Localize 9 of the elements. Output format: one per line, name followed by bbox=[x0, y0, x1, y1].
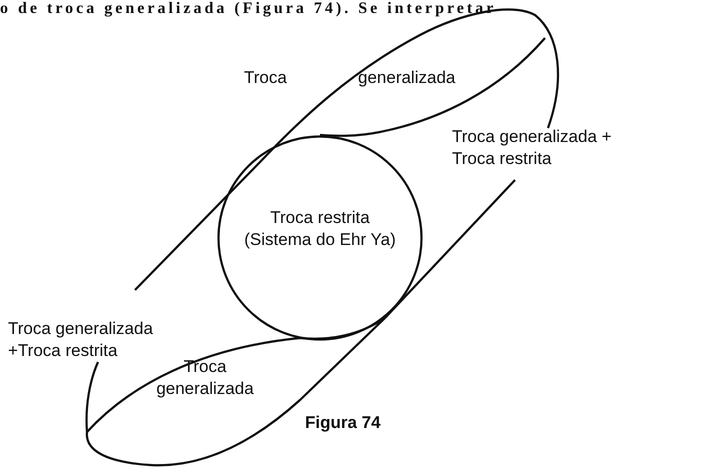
region-label: Troca generalizada bbox=[155, 356, 255, 400]
region-label: generalizada bbox=[358, 67, 456, 89]
region-label: Troca restrita (Sistema do Ehr Ya) bbox=[243, 207, 397, 251]
circle-shape bbox=[217, 135, 423, 341]
body-text: o de troca generalizada (Figura 74). Se interpretar bbox=[0, 0, 496, 18]
region-label: Troca generalizada +Troca restrita bbox=[8, 318, 154, 362]
region-label: Troca generalizada + Troca restrita bbox=[452, 126, 613, 170]
region-label: Troca bbox=[244, 67, 288, 89]
figure-caption: Figura 74 bbox=[305, 412, 381, 434]
